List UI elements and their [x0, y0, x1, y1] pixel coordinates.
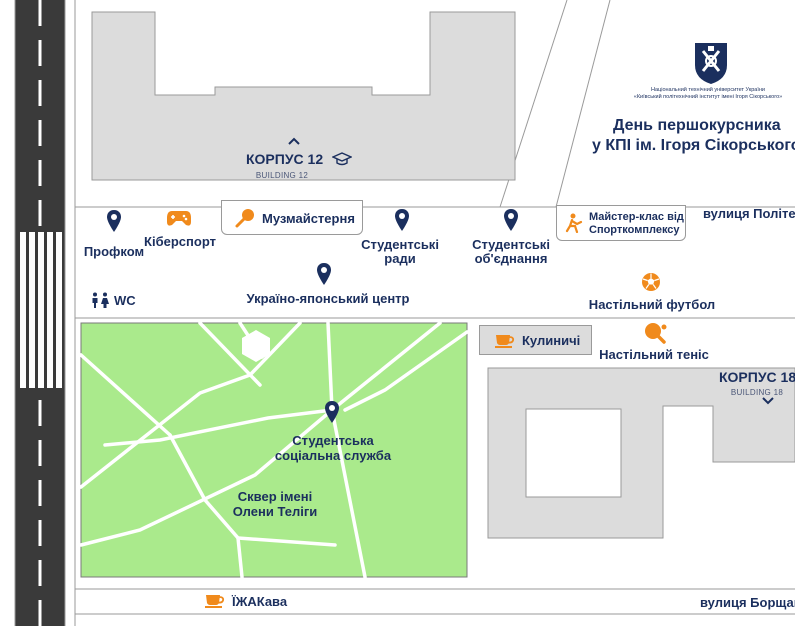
coffee-cup-icon[interactable]	[204, 592, 226, 609]
kpi-logo	[695, 43, 727, 84]
master-class-label-line1: Майстер-клас від	[589, 211, 684, 223]
student-council-label-line1: Студентські	[361, 237, 439, 252]
soccer-ball-icon[interactable]	[641, 272, 661, 292]
profkom-label: Профком	[83, 244, 145, 259]
building-18-courtyard	[525, 408, 622, 498]
event-title-line2: у КПІ ім. Ігоря Сікорського	[592, 137, 795, 154]
wc-label: WC	[114, 293, 136, 308]
square-name-line2: Олени Теліги	[232, 504, 318, 519]
table-football-label: Настільний футбол	[588, 297, 716, 312]
crosswalk	[17, 230, 63, 390]
kulynychi-box[interactable]: Кулиничі	[479, 325, 592, 355]
building-18-subtitle: BUILDING 18	[730, 388, 784, 397]
kibersport-label: Кіберспорт	[144, 234, 216, 249]
runner-icon	[565, 213, 583, 233]
map-pin-icon[interactable]	[316, 262, 332, 286]
building-12-subtitle: BUILDING 12	[255, 171, 309, 180]
gamepad-icon[interactable]	[166, 208, 192, 228]
master-class-box[interactable]: Майстер-клас від Спорткомплексу	[556, 205, 686, 241]
map-pin-icon[interactable]	[106, 209, 122, 233]
ping-pong-icon[interactable]	[644, 321, 668, 345]
toilet-icon[interactable]	[90, 292, 110, 308]
chevron-up-icon	[288, 137, 300, 145]
social-service-label-line2: соціальна служба	[274, 448, 392, 463]
graduation-cap-icon	[332, 152, 352, 166]
map-pin-icon[interactable]	[394, 208, 410, 232]
coffee-cup-icon	[495, 335, 515, 348]
kulynychi-label: Кулиничі	[522, 333, 581, 348]
building-12-title: КОРПУС 12	[246, 151, 324, 167]
student-unions-label-line2: об'єднання	[474, 251, 548, 266]
park-area	[80, 322, 468, 578]
map-pin-icon[interactable]	[324, 400, 340, 424]
park-paths	[79, 321, 469, 579]
street-label-borshch: вулиця Борщаг	[700, 595, 795, 610]
building-12-shape	[91, 11, 516, 181]
ukr-jp-center-label: Україно-японський центр	[246, 291, 410, 306]
master-class-label-line2: Спорткомплексу	[589, 224, 680, 236]
road-edge-left	[0, 0, 15, 626]
university-name-line1: Національний технічний університет Украї…	[651, 87, 765, 93]
square-name-line1: Сквер імені	[237, 489, 313, 504]
map-pin-icon[interactable]	[503, 208, 519, 232]
izhakava-label: ЇЖАКава	[232, 594, 288, 609]
street-label-polytech: вулиця Політех	[703, 206, 795, 221]
event-title-line1: День першокурсника	[613, 117, 781, 134]
microphone-icon	[235, 209, 254, 228]
building-18-title: КОРПУС 18	[719, 369, 795, 385]
hexagon-icon	[242, 330, 270, 362]
university-name-line2: «Київський політехнічний інститут імені …	[633, 94, 783, 100]
muzmaisternia-label: Музмайстерня	[262, 211, 355, 226]
chevron-down-icon	[762, 397, 774, 405]
student-council-label-line2: ради	[384, 251, 416, 266]
social-service-label-line1: Студентська	[292, 433, 374, 448]
muzmaisternia-box[interactable]: Музмайстерня	[221, 200, 363, 235]
table-tennis-label: Настільний теніс	[599, 347, 709, 362]
student-unions-label-line1: Студентські	[472, 237, 550, 252]
